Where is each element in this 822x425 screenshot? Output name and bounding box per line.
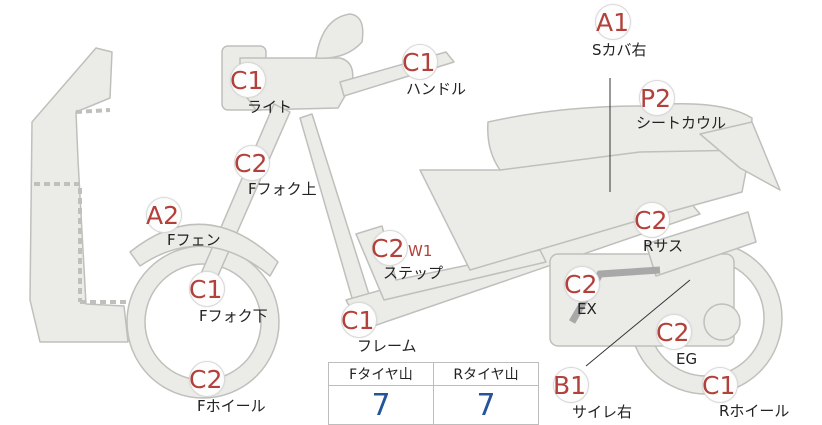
part-badge	[553, 367, 589, 403]
part-badge	[234, 145, 270, 181]
windscreen-shape	[315, 13, 364, 59]
part-badge	[230, 62, 266, 98]
handlebar-cover-shape	[239, 57, 354, 111]
part-subcode: W1	[408, 242, 433, 260]
part-code: C2	[189, 365, 223, 394]
part-code: C1	[702, 371, 736, 400]
front-tread-header: Fタイヤ山	[328, 362, 434, 386]
part-badge	[564, 266, 600, 302]
seat-shape	[487, 102, 753, 171]
front-shield-shape	[29, 47, 129, 343]
part-badge	[189, 361, 225, 397]
frame-tube-shape	[299, 113, 373, 313]
part-badge	[656, 314, 692, 350]
part-badge	[341, 302, 377, 338]
part-code: C1	[341, 306, 375, 335]
part-code: B1	[553, 371, 587, 400]
part-badge	[402, 44, 438, 80]
part-label: サイレ右	[572, 403, 633, 421]
shield-seam-mid	[34, 182, 82, 302]
part-badge	[634, 202, 670, 238]
part-badge	[595, 4, 631, 40]
part-label: Fフォク上	[248, 180, 317, 198]
rear-tread-value: 7	[433, 385, 539, 425]
part-label: Rホイール	[719, 402, 790, 420]
part-badge	[372, 230, 408, 266]
rear-tread-header: Rタイヤ山	[433, 362, 539, 386]
part-label: Rサス	[643, 237, 684, 255]
exhaust-pipe	[568, 266, 661, 324]
part-label: Fフォク下	[199, 307, 268, 325]
part-code: C1	[230, 66, 264, 95]
front-tread-value: 7	[328, 385, 434, 425]
tail-cowl-shape	[699, 121, 781, 191]
part-code: C2	[234, 149, 268, 178]
front-wheel-shape	[126, 245, 280, 399]
part-label: EG	[676, 350, 698, 368]
front-fender-shape	[129, 223, 279, 277]
part-label: Sカバ右	[592, 41, 647, 59]
part-code: C1	[189, 275, 223, 304]
part-code: C2	[656, 318, 690, 347]
part-code: C2	[371, 234, 405, 263]
part-label: シートカウル	[636, 114, 727, 132]
part-label: Fホイール	[197, 397, 266, 415]
part-label: ハンドル	[406, 80, 467, 98]
shield-seam-top	[75, 108, 111, 114]
tire-tread-table: Fタイヤ山 Rタイヤ山 7 7	[328, 362, 539, 425]
rear-shock-shape	[645, 211, 757, 277]
part-label: Fフェン	[167, 231, 221, 249]
part-label: ライト	[247, 98, 293, 116]
part-badge	[639, 80, 675, 116]
part-label: フレーム	[357, 337, 417, 355]
part-code: C1	[402, 48, 436, 77]
part-badge	[146, 197, 182, 233]
part-badge	[189, 271, 225, 307]
part-code: C2	[634, 206, 668, 235]
part-label: EX	[577, 300, 597, 318]
part-code: A2	[146, 201, 180, 230]
part-code: A1	[596, 8, 630, 37]
part-code: C2	[564, 270, 598, 299]
leader-line-muffler	[585, 279, 691, 367]
part-label: ステップ	[383, 264, 444, 282]
part-code: P2	[640, 84, 671, 113]
part-badge	[702, 367, 738, 403]
